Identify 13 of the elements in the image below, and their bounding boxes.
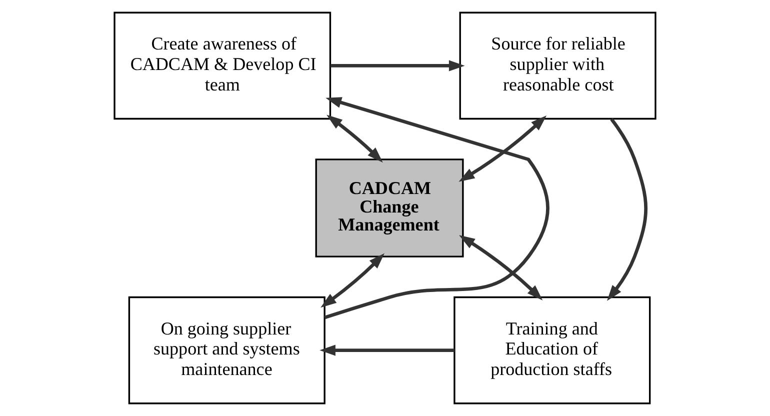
arrow <box>606 118 648 301</box>
arrow <box>320 344 454 356</box>
node-box: Training and Education of production staffs <box>454 296 651 404</box>
arrow <box>458 115 547 182</box>
node-box: Create awareness of CADCAM & Develop CI team <box>114 12 332 120</box>
arrow <box>330 60 465 72</box>
node-box: On going supplier support and systems maintenance <box>128 296 326 404</box>
arrow <box>459 235 543 300</box>
node-box: CADCAM Change Management <box>315 158 464 258</box>
node-box: Source for reliable supplier with reasonable cost <box>459 12 656 120</box>
arrow <box>324 97 550 320</box>
arrow <box>326 114 383 163</box>
arrow <box>320 253 384 308</box>
